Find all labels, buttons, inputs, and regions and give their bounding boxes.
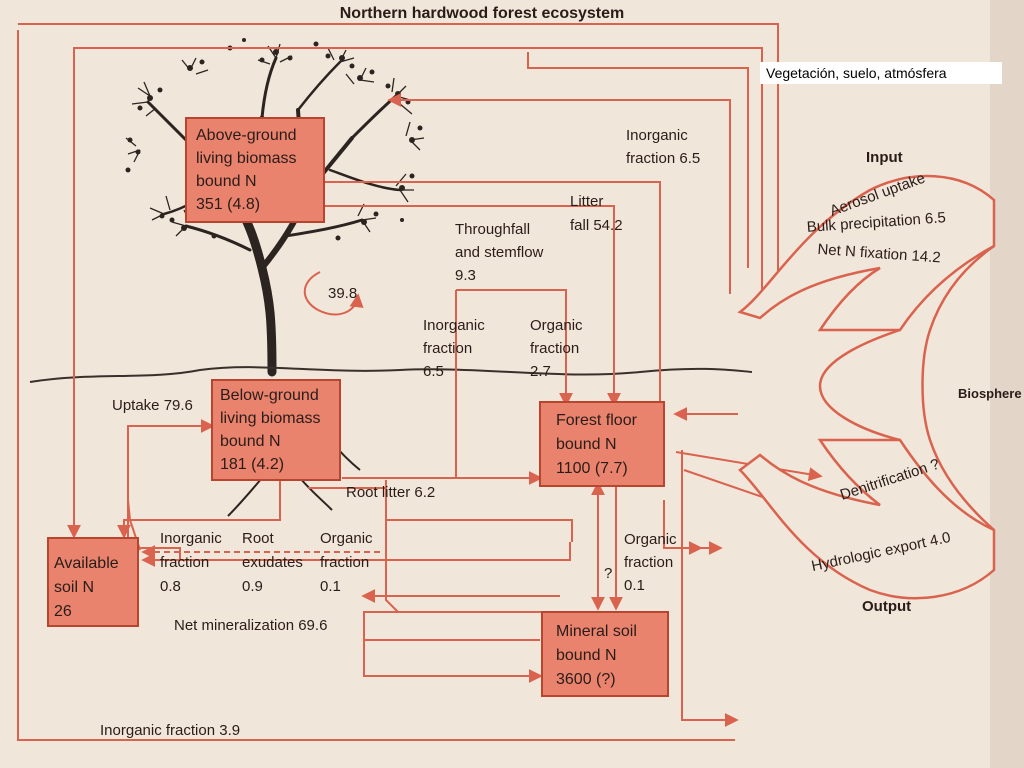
label-inorganic-top-2: fraction 6.5 [626,150,700,167]
label-org-mid-2: fraction [530,340,579,357]
uptake-arrow [127,419,215,538]
outer-left-loop [17,30,735,741]
label-org-mid-3: 2.7 [530,363,551,380]
below-line3: bound N [220,433,281,450]
box-above-ground: Above-ground living biomass bound N 351 … [185,117,325,223]
below-line2: living biomass [220,410,320,427]
label-question: ? [604,565,612,582]
label-throughfall-1: Throughfall [455,221,530,238]
available-top-loop [67,47,763,539]
box-available-soil: Available soil N 26 [47,537,139,627]
outer-top-loop [18,23,779,278]
flow-arrows [17,23,823,741]
box-forest-floor: Forest floor bound N 1100 (7.7) [539,401,665,487]
mineral-line2: bound N [556,647,617,664]
available-line1: Available [54,555,119,572]
label-inorg-low-1: Inorganic [160,530,222,547]
label-root-exu-2: exudates [242,554,303,571]
label-org-right-1: Organic [624,531,677,548]
label-output: Output [862,598,911,615]
label-root-exu-3: 0.9 [242,578,263,595]
litterfall-to-floor [324,205,621,407]
litterfall-arrow [324,181,661,410]
label-org-low-3: 0.1 [320,578,341,595]
floor-line1: Forest floor [556,412,638,429]
label-throughfall-2: and stemflow [455,244,544,261]
label-translocation: 39.8 [328,285,357,302]
label-litterfall-2: fall 54.2 [570,217,623,234]
biosphere-symbol [737,174,996,600]
label-inorganic-top-1: Inorganic [626,127,688,144]
above-line1: Above-ground [196,127,297,144]
translocation-arrow [303,271,364,316]
below-line4: 181 (4.2) [220,456,284,473]
inorganic-fraction-6.5-top [387,93,731,294]
floor-line2: bound N [556,436,617,453]
label-input: Input [866,149,903,166]
label-inorg-low-2: fraction [160,554,209,571]
page-edge-shadow [990,0,1024,768]
label-inorg-mid-3: 6.5 [423,363,444,380]
label-org-right-3: 0.1 [624,577,645,594]
caption-box: Vegetación, suelo, atmósfera [760,62,1002,84]
label-litterfall-1: Litter [570,193,603,210]
available-line2: soil N [54,579,94,596]
box-below-ground: Below-ground living biomass bound N 181 … [211,379,341,481]
net-mineralization-into-available [141,542,571,567]
label-root-exu-1: Root [242,530,275,547]
above-line4: 351 (4.8) [196,196,260,213]
box-mineral-soil: Mineral soil bound N 3600 (?) [541,611,669,697]
label-uptake: Uptake 79.6 [112,397,193,414]
label-inorg-mid-2: fraction [423,340,472,357]
label-org-low-2: fraction [320,554,369,571]
above-line2: living biomass [196,150,296,167]
diagram-title: Northern hardwood forest ecosystem [340,5,625,22]
floor-line3: 1100 (7.7) [556,460,628,477]
label-inorganic-bottom: Inorganic fraction 3.9 [100,722,240,739]
above-line3: bound N [196,173,257,190]
label-throughfall-3: 9.3 [455,267,476,284]
throughfall-organic [456,289,573,407]
mineral-line3: 3600 (?) [556,671,616,688]
label-org-low-1: Organic [320,530,373,547]
below-line1: Below-ground [220,387,319,404]
available-line3: 26 [54,603,72,620]
label-org-mid-1: Organic [530,317,583,334]
ground-line [29,366,753,383]
label-net-mineralization: Net mineralization 69.6 [174,617,327,634]
label-root-litter: Root litter 6.2 [346,484,435,501]
label-inorg-low-3: 0.8 [160,578,181,595]
mineral-line1: Mineral soil [556,623,637,640]
label-inorg-mid-1: Inorganic [423,317,485,334]
label-org-right-2: fraction [624,554,673,571]
label-biosphere: Biosphere [958,386,1022,401]
